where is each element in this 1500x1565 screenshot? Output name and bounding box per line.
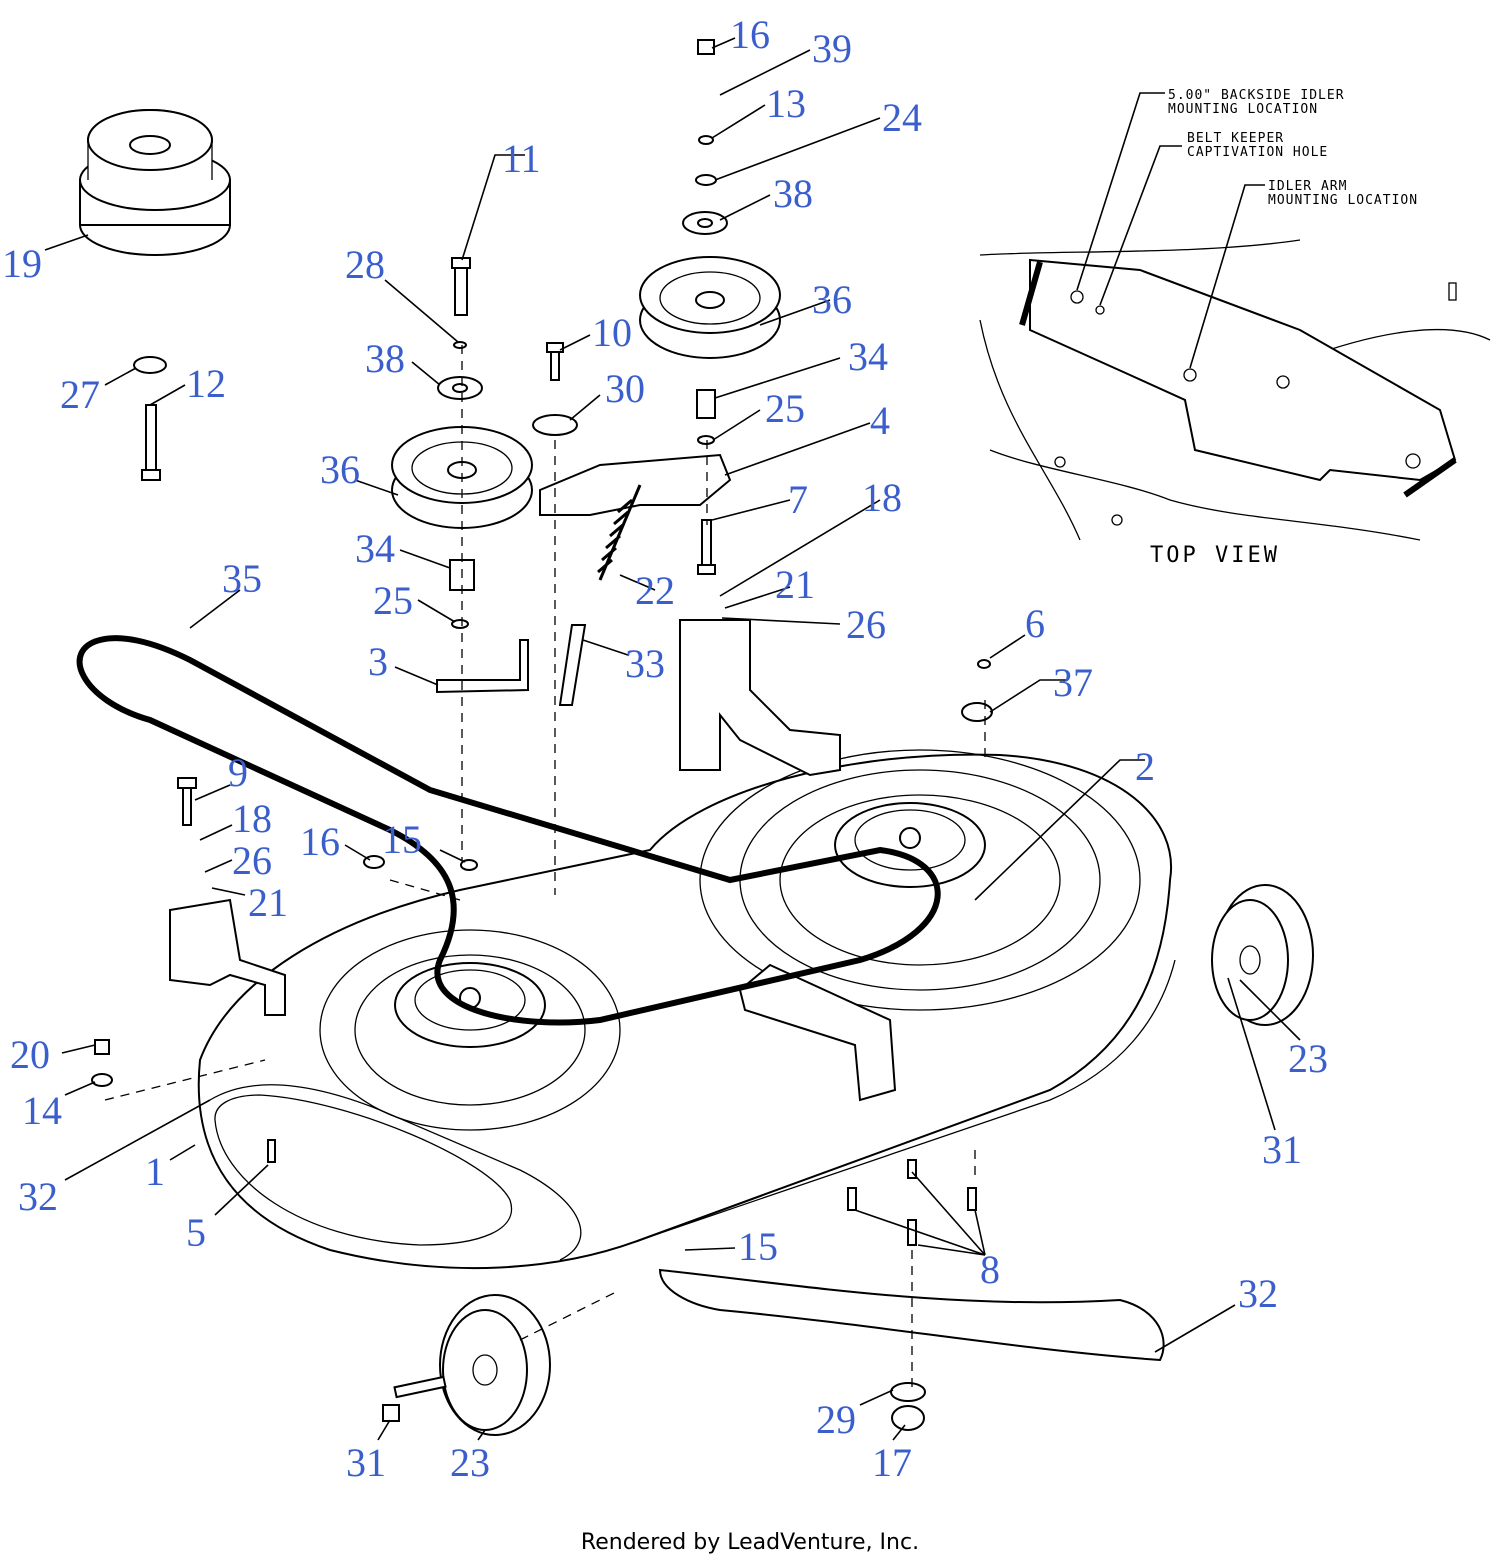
callout-22: 22 <box>635 568 675 613</box>
callout-33: 33 <box>625 641 665 686</box>
callout-19: 19 <box>2 241 42 286</box>
callout-21: 21 <box>248 880 288 925</box>
callout-32: 32 <box>18 1174 58 1219</box>
callout-31: 31 <box>1262 1127 1302 1172</box>
callout-24: 24 <box>882 95 922 140</box>
inset-label-idler-location-1: 5.00" BACKSIDE IDLER <box>1168 88 1345 103</box>
callout-25: 25 <box>373 578 413 623</box>
top-view-inset <box>979 92 1491 541</box>
callouts: 16 39 13 24 38 36 34 25 4 7 18 21 26 11 … <box>2 12 1328 1485</box>
idler-bracket-3 <box>436 639 529 694</box>
callout-28: 28 <box>345 242 385 287</box>
callout-20: 20 <box>10 1032 50 1077</box>
callout-leaders <box>44 37 1301 1441</box>
callout-38: 38 <box>773 171 813 216</box>
top-view-title: TOP VIEW <box>1150 543 1280 568</box>
callout-38: 38 <box>365 336 405 381</box>
callout-29: 29 <box>816 1397 856 1442</box>
callout-14: 14 <box>22 1088 62 1133</box>
callout-17: 17 <box>872 1440 912 1485</box>
belt-keeper-33 <box>558 624 587 706</box>
callout-25: 25 <box>765 386 805 431</box>
callout-26: 26 <box>846 602 886 647</box>
callout-2: 2 <box>1135 744 1155 789</box>
gauge-wheel-front <box>382 1294 551 1436</box>
callout-34: 34 <box>355 526 395 571</box>
callout-31: 31 <box>346 1440 386 1485</box>
callout-23: 23 <box>450 1440 490 1485</box>
callout-8: 8 <box>980 1247 1000 1292</box>
callout-10: 10 <box>592 310 632 355</box>
inset-label-belt-keeper-1: BELT KEEPER <box>1187 131 1284 146</box>
footer-credit: Rendered by LeadVenture, Inc. <box>580 1530 920 1555</box>
callout-32: 32 <box>1238 1271 1278 1316</box>
gauge-wheel-right <box>1211 884 1314 1026</box>
callout-18: 18 <box>862 475 902 520</box>
callout-4: 4 <box>870 398 890 443</box>
callout-15: 15 <box>738 1224 778 1269</box>
callout-3: 3 <box>368 639 388 684</box>
callout-16: 16 <box>300 819 340 864</box>
callout-12: 12 <box>186 361 226 406</box>
callout-13: 13 <box>766 81 806 126</box>
callout-26: 26 <box>232 838 272 883</box>
callout-5: 5 <box>186 1210 206 1255</box>
drive-belt <box>76 635 941 1026</box>
callout-39: 39 <box>812 26 852 71</box>
callout-18: 18 <box>232 796 272 841</box>
callout-36: 36 <box>320 447 360 492</box>
inset-label-belt-keeper-2: CAPTIVATION HOLE <box>1187 145 1328 160</box>
idler-spring <box>597 484 642 581</box>
inset-label-idler-arm-1: IDLER ARM <box>1268 179 1347 194</box>
callout-36: 36 <box>812 277 852 322</box>
idler-pulley-right <box>639 256 781 359</box>
inset-label-idler-arm-2: MOUNTING LOCATION <box>1268 193 1418 208</box>
electric-clutch <box>79 109 231 256</box>
mower-deck <box>169 619 1176 1270</box>
callout-34: 34 <box>848 334 888 379</box>
callout-37: 37 <box>1053 660 1093 705</box>
idler-arm <box>539 453 732 516</box>
callout-1: 1 <box>145 1149 165 1194</box>
callout-15: 15 <box>382 817 422 862</box>
callout-16: 16 <box>730 12 770 57</box>
callout-6: 6 <box>1025 601 1045 646</box>
callout-7: 7 <box>788 477 808 522</box>
callout-23: 23 <box>1288 1036 1328 1081</box>
callout-9: 9 <box>228 750 248 795</box>
callout-35: 35 <box>222 556 262 601</box>
inset-label-idler-location-2: MOUNTING LOCATION <box>1168 102 1318 117</box>
callout-21: 21 <box>775 562 815 607</box>
callout-11: 11 <box>502 136 541 181</box>
hardware <box>91 39 993 1087</box>
assembly-lines <box>104 345 986 1390</box>
callout-27: 27 <box>60 372 100 417</box>
callout-30: 30 <box>605 366 645 411</box>
inset-labels: 5.00" BACKSIDE IDLER MOUNTING LOCATION B… <box>1150 88 1418 568</box>
